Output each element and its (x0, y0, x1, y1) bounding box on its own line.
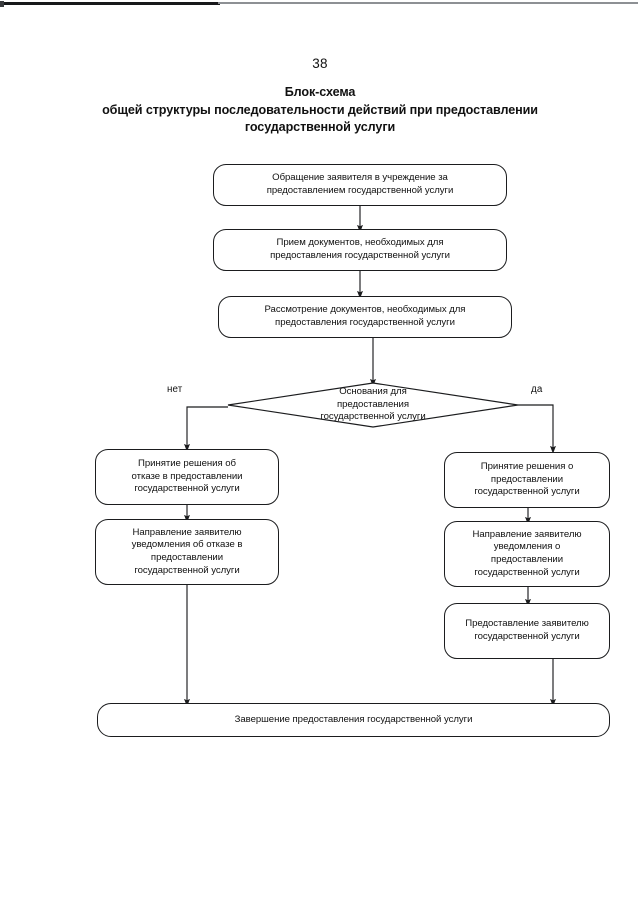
edge-decision-yes (518, 404, 556, 454)
node-receive-documents-label: Прием документов, необходимых для предос… (270, 237, 450, 261)
node-review-documents-label: Рассмотрение документов, необходимых для… (264, 304, 466, 328)
node-review-documents[interactable]: Рассмотрение документов, необходимых для… (218, 296, 512, 338)
page-number: 38 (312, 56, 328, 71)
node-provide-service-label: Предоставление заявителю государственной… (465, 618, 589, 642)
node-receive-documents[interactable]: Прием документов, необходимых для предос… (213, 229, 507, 271)
node-refusal-decision-label: Принятие решения об отказе в предоставле… (131, 458, 243, 495)
node-grant-decision[interactable]: Принятие решения о предоставлении госуда… (444, 452, 610, 508)
scan-artifact-grey-line (218, 2, 638, 4)
node-start[interactable]: Обращение заявителя в учреждение за пред… (213, 164, 507, 206)
branch-label-no: нет (167, 384, 183, 395)
node-refusal-notice[interactable]: Направление заявителю уведомления об отк… (95, 519, 279, 585)
node-provide-service[interactable]: Предоставление заявителю государственной… (444, 603, 610, 659)
page-title-line-2: общей структуры последовательности дейст… (102, 102, 538, 117)
node-end[interactable]: Завершение предоставления государственно… (97, 703, 610, 737)
page-title-line-3: государственной услуги (244, 120, 396, 134)
branch-label-yes: да (531, 384, 543, 395)
page-title: Блок-схема общей структуры последователь… (40, 84, 600, 137)
node-grant-decision-label: Принятие решения о предоставлении госуда… (474, 461, 580, 498)
node-refusal-notice-label: Направление заявителю уведомления об отк… (131, 526, 243, 576)
node-refusal-decision[interactable]: Принятие решения об отказе в предоставле… (95, 449, 279, 505)
node-grant-notice[interactable]: Направление заявителю уведомления о пред… (444, 521, 610, 587)
edge-decision-no (183, 406, 228, 452)
node-decision-label: Основания для предоставления государстве… (320, 386, 426, 423)
scan-artifact-tick (0, 1, 4, 7)
node-grant-notice-label: Направление заявителю уведомления о пред… (472, 528, 582, 578)
scan-artifact-dark-line (0, 2, 220, 5)
node-start-label: Обращение заявителя в учреждение за пред… (266, 172, 454, 196)
node-end-label: Завершение предоставления государственно… (234, 713, 473, 725)
page-title-line-1: Блок-схема (284, 85, 356, 99)
